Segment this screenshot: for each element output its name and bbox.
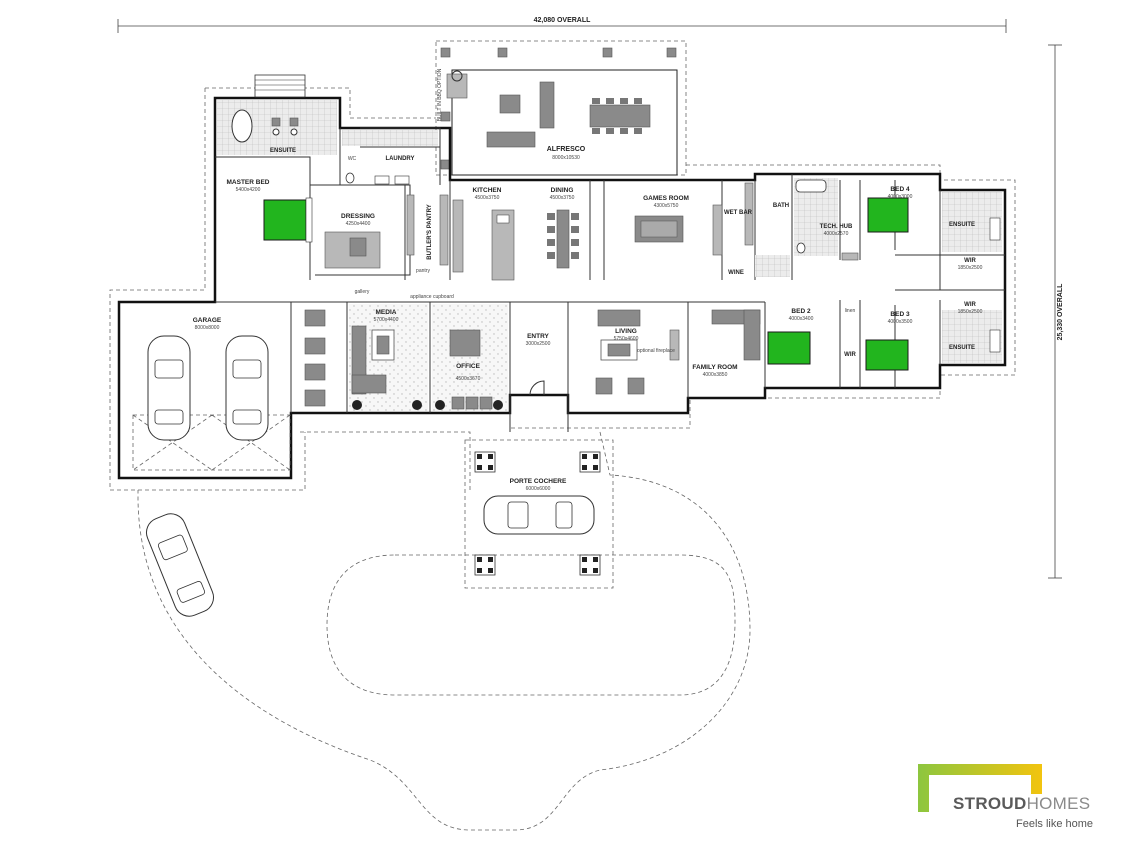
laundry-area: LAUNDRY	[374, 156, 415, 185]
svg-text:BUILT IN BBQ OPTION: BUILT IN BBQ OPTION	[437, 68, 443, 121]
svg-text:4250x4400: 4250x4400	[346, 221, 371, 227]
dressing-area: DRESSING 4250x4400 WC	[324, 156, 381, 269]
room-label-master-ensuite: ENSUITE	[270, 148, 296, 154]
entry-area: ENTRY 3000x2500	[509, 333, 569, 432]
building-walls	[117, 96, 1007, 480]
office-area: OFFICE 4500x3670	[432, 304, 508, 411]
room-label-dressing: DRESSING	[341, 213, 375, 220]
wet-bar-area: WET BAR WINE	[724, 182, 754, 276]
brand-tagline: Feels like home	[1016, 818, 1094, 830]
svg-text:gallery: gallery	[355, 289, 370, 295]
kitchen-area: KITCHEN 4500x3750	[452, 187, 515, 281]
svg-text:4000x3500: 4000x3500	[888, 319, 913, 325]
svg-text:4500x3750: 4500x3750	[550, 195, 575, 201]
room-label-porte-cochere: PORTE COCHERE	[510, 478, 567, 485]
room-label-family-room: FAMILY ROOM	[692, 364, 737, 371]
room-label-bed3: BED 3	[890, 311, 910, 318]
svg-text:6000x6000: 6000x6000	[526, 486, 551, 492]
svg-text:5750x4600: 5750x4600	[614, 336, 639, 342]
butlers-pantry-area: BUTLER'S PANTRY pantry appliance cupboar…	[406, 194, 454, 300]
svg-text:8000x10530: 8000x10530	[552, 155, 580, 161]
svg-text:8000x8000: 8000x8000	[195, 325, 220, 331]
room-label-games-room: GAMES ROOM	[643, 195, 689, 202]
svg-text:25,330 OVERALL: 25,330 OVERALL	[1057, 283, 1064, 341]
svg-text:5700x4400: 5700x4400	[374, 317, 399, 323]
family-room-area: FAMILY ROOM 4000x3850	[692, 309, 761, 378]
room-label-wir-bed2: WIR	[844, 352, 856, 358]
overall-depth-dimension: 25,330 OVERALL	[1048, 44, 1064, 579]
svg-text:4300x5750: 4300x5750	[654, 203, 679, 209]
room-label-master-bed: MASTER BED	[227, 179, 270, 186]
room-label-butlers-pantry: BUTLER'S PANTRY	[427, 204, 433, 259]
porte-cochere-area: PORTE COCHERE 6000x6000	[464, 439, 614, 589]
overall-width-dimension: 42,080 OVERALL	[117, 17, 1007, 33]
room-label-ensuite-bed3: ENSUITE	[949, 345, 975, 351]
svg-text:4500x3750: 4500x3750	[475, 195, 500, 201]
driveway	[137, 431, 751, 831]
room-label-ensuite-bed4: ENSUITE	[949, 222, 975, 228]
room-label-laundry: LAUNDRY	[385, 156, 414, 162]
svg-text:optional fireplace: optional fireplace	[637, 348, 675, 354]
bath-area: BATH	[773, 179, 827, 254]
svg-text:4000x2570: 4000x2570	[824, 231, 849, 237]
stroud-homes-logo	[918, 764, 1042, 812]
bed2-area: BED 2 4000x3400 WIR linen	[767, 308, 856, 365]
room-label-garage: GARAGE	[193, 317, 222, 324]
games-room-area: GAMES ROOM 4300x5750	[634, 195, 723, 256]
room-label-living: LIVING	[615, 328, 637, 335]
svg-text:1850x2500: 1850x2500	[958, 265, 983, 271]
bed4-area: BED 4 4000x3000 ENSUITE WIR 1850x2500	[867, 186, 1001, 271]
room-label-wir-bed3: WIR	[964, 302, 976, 308]
svg-text:1850x2500: 1850x2500	[958, 309, 983, 315]
svg-text:pantry: pantry	[416, 268, 430, 274]
svg-text:WC: WC	[348, 156, 357, 162]
svg-text:42,080 OVERALL: 42,080 OVERALL	[534, 17, 592, 24]
svg-text:5400x4200: 5400x4200	[236, 187, 261, 193]
room-label-wir-bed4: WIR	[964, 258, 976, 264]
room-label-wet-bar: WET BAR	[724, 210, 753, 216]
room-label-entry: ENTRY	[527, 333, 549, 340]
brand-name: STROUDHOMES	[953, 794, 1091, 813]
svg-text:4000x3000: 4000x3000	[888, 194, 913, 200]
room-label-office: OFFICE	[456, 363, 480, 370]
svg-text:appliance cupboard: appliance cupboard	[410, 294, 454, 300]
room-label-wine: WINE	[728, 270, 744, 276]
driveway-car	[146, 513, 214, 617]
room-label-bed2: BED 2	[791, 308, 811, 315]
room-label-tech-hub: TECH. HUB	[820, 224, 853, 230]
master-bed-area: MASTER BED 5400x4200	[227, 179, 313, 243]
tech-hub-area: TECH. HUB 4000x2570	[820, 224, 859, 261]
svg-text:4500x3670: 4500x3670	[456, 376, 481, 382]
room-label-kitchen: KITCHEN	[473, 187, 502, 194]
brand-block: STROUDHOMES Feels like home	[918, 762, 1108, 834]
svg-text:4000x3850: 4000x3850	[703, 372, 728, 378]
alfresco-area: ALFRESCO 8000x10530 BUILT IN BBQ OPTION	[435, 40, 687, 176]
garage-area: GARAGE 8000x8000	[132, 317, 291, 471]
room-label-dining: DINING	[551, 187, 574, 194]
svg-text:3000x2500: 3000x2500	[526, 341, 551, 347]
room-label-alfresco: ALFRESCO	[547, 146, 586, 153]
room-label-bed4: BED 4	[890, 186, 910, 193]
room-label-bath: BATH	[773, 203, 789, 209]
dining-area: DINING 4500x3750	[547, 187, 579, 269]
svg-text:linen: linen	[845, 308, 856, 314]
living-area: LIVING 5750x4600 optional fireplace	[595, 309, 680, 395]
svg-text:4000x3400: 4000x3400	[789, 316, 814, 322]
room-label-media: MEDIA	[376, 309, 397, 316]
master-ensuite-fixtures: ENSUITE	[231, 74, 306, 154]
media-area: MEDIA 5700x4400	[304, 304, 428, 411]
bed3-area: BED 3 4000x3500 WIR 1850x2500 ENSUITE	[865, 302, 1001, 371]
